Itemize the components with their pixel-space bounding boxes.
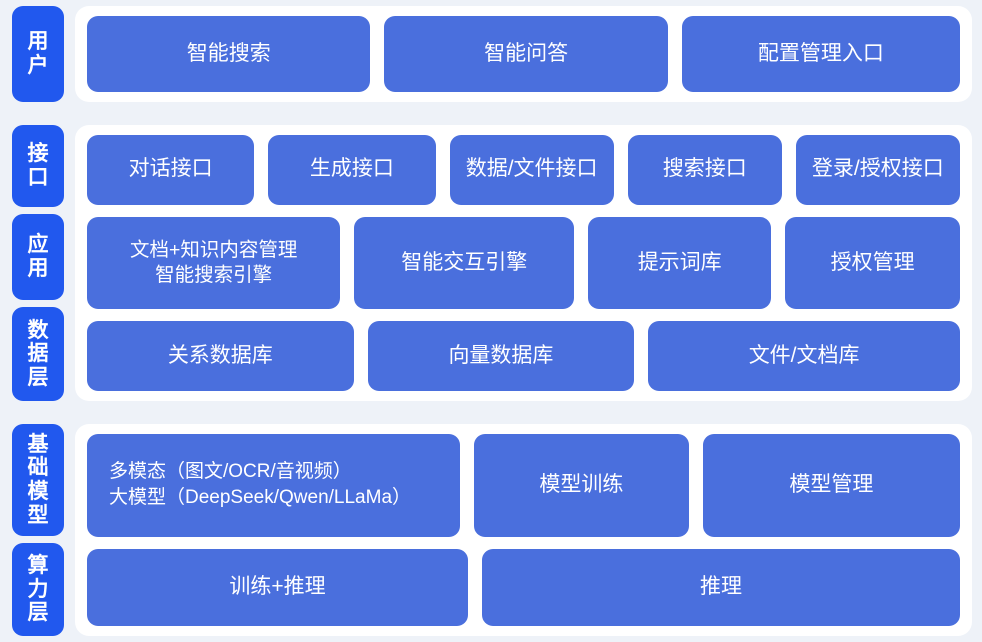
layer-badge-data: 数 据 层: [12, 307, 64, 401]
layer-badge-application: 应 用: [12, 214, 64, 300]
card-multimodal-large-model[interactable]: 多模态（图文/OCR/音视频） 大模型（DeepSeek/Qwen/LLaMa）: [87, 434, 460, 537]
platform-badge-column: 接 口 应 用 数 据 层: [12, 125, 64, 401]
user-layer-section: 用 户 智能搜索 智能问答 配置管理入口: [0, 0, 982, 108]
layer-badge-compute: 算 力 层: [12, 543, 64, 636]
card-training-inference[interactable]: 训练+推理: [87, 548, 468, 626]
user-layer-panel: 智能搜索 智能问答 配置管理入口: [75, 6, 972, 102]
infrastructure-section: 基 础 模 型 算 力 层 多模态（图文/OCR/音视频） 大模型（DeepSe…: [0, 418, 982, 642]
layer-badge-user: 用 户: [12, 6, 64, 102]
layer-badge-foundation-model: 基 础 模 型: [12, 424, 64, 536]
card-doc-knowledge-management[interactable]: 文档+知识内容管理 智能搜索引擎: [87, 216, 341, 310]
card-intelligent-search[interactable]: 智能搜索: [87, 16, 371, 92]
platform-layers-section: 接 口 应 用 数 据 层 对话接口 生成接口 数据/文件接口 搜索接口 登录/…: [0, 119, 982, 407]
card-generation-interface[interactable]: 生成接口: [268, 135, 436, 205]
user-layer-row: 智能搜索 智能问答 配置管理入口: [87, 16, 961, 92]
application-row: 文档+知识内容管理 智能搜索引擎 智能交互引擎 提示词库 授权管理: [87, 216, 960, 310]
platform-layers-panel: 对话接口 生成接口 数据/文件接口 搜索接口 登录/授权接口 文档+知识内容管理…: [75, 125, 972, 401]
card-model-training[interactable]: 模型训练: [474, 434, 689, 537]
layer-badge-interface: 接 口: [12, 125, 64, 207]
card-dialog-interface[interactable]: 对话接口: [87, 135, 255, 205]
compute-row: 训练+推理 推理: [87, 548, 960, 626]
card-intelligent-qa[interactable]: 智能问答: [384, 16, 668, 92]
data-row: 关系数据库 向量数据库 文件/文档库: [87, 321, 960, 391]
card-inference[interactable]: 推理: [481, 548, 960, 626]
infrastructure-panel: 多模态（图文/OCR/音视频） 大模型（DeepSeek/Qwen/LLaMa）…: [75, 424, 972, 636]
card-vector-database[interactable]: 向量数据库: [367, 321, 635, 391]
card-config-management-entry[interactable]: 配置管理入口: [681, 16, 961, 92]
user-layer-badge-column: 用 户: [12, 6, 64, 102]
foundation-model-row: 多模态（图文/OCR/音视频） 大模型（DeepSeek/Qwen/LLaMa）…: [87, 434, 960, 537]
card-authorization-management[interactable]: 授权管理: [785, 216, 960, 310]
card-model-management[interactable]: 模型管理: [702, 434, 960, 537]
card-relational-database[interactable]: 关系数据库: [87, 321, 354, 391]
card-interaction-engine[interactable]: 智能交互引擎: [354, 216, 575, 310]
infrastructure-badge-column: 基 础 模 型 算 力 层: [12, 424, 64, 636]
card-file-document-store[interactable]: 文件/文档库: [648, 321, 960, 391]
card-data-file-interface[interactable]: 数据/文件接口: [449, 135, 614, 205]
card-prompt-library[interactable]: 提示词库: [588, 216, 772, 310]
interface-row: 对话接口 生成接口 数据/文件接口 搜索接口 登录/授权接口: [87, 135, 960, 205]
card-login-auth-interface[interactable]: 登录/授权接口: [795, 135, 960, 205]
card-search-interface[interactable]: 搜索接口: [627, 135, 782, 205]
